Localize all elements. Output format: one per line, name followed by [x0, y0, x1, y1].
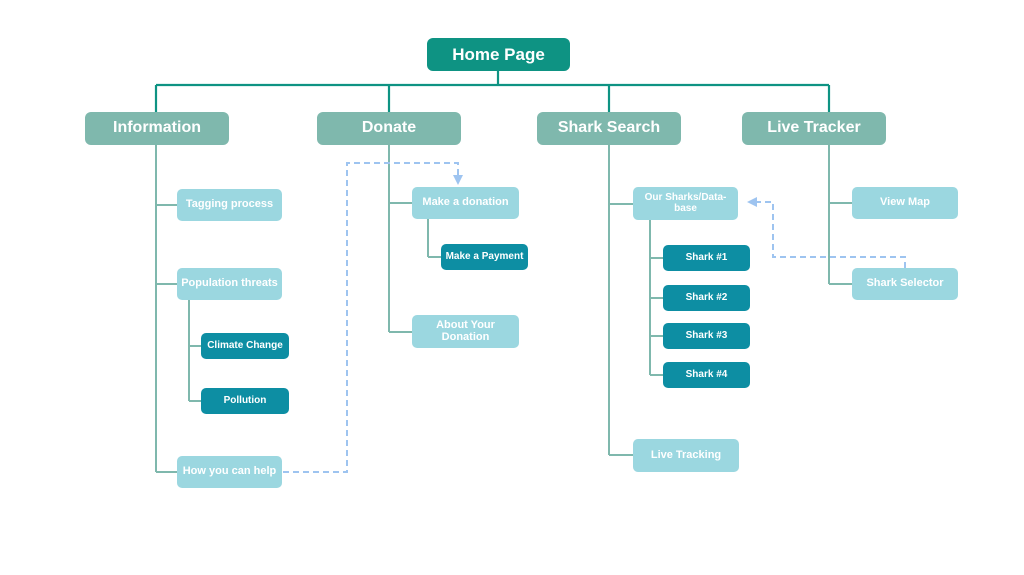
node-home-page[interactable]: Home Page	[427, 38, 570, 71]
node-donate[interactable]: Donate	[317, 112, 461, 145]
node-view-map[interactable]: View Map	[852, 187, 958, 219]
node-live-tracking[interactable]: Live Tracking	[633, 439, 739, 472]
node-tagging-process[interactable]: Tagging process	[177, 189, 282, 221]
node-pollution[interactable]: Pollution	[201, 388, 289, 414]
node-population-threats[interactable]: Population threats	[177, 268, 282, 300]
node-shark-search[interactable]: Shark Search	[537, 112, 681, 145]
node-how-you-can-help[interactable]: How you can help	[177, 456, 282, 488]
node-climate-change[interactable]: Climate Change	[201, 333, 289, 359]
node-our-sharks-database[interactable]: Our Sharks/Data- base	[633, 187, 738, 220]
node-shark-1[interactable]: Shark #1	[663, 245, 750, 271]
node-live-tracker[interactable]: Live Tracker	[742, 112, 886, 145]
node-make-a-donation[interactable]: Make a donation	[412, 187, 519, 219]
section-connectors	[155, 145, 852, 473]
node-make-a-payment[interactable]: Make a Payment	[441, 244, 528, 270]
cross-links	[283, 162, 906, 473]
node-about-your-donation[interactable]: About Your Donation	[412, 315, 519, 348]
node-shark-selector[interactable]: Shark Selector	[852, 268, 958, 300]
root-connectors	[154, 71, 831, 113]
node-shark-3[interactable]: Shark #3	[663, 323, 750, 349]
node-shark-4[interactable]: Shark #4	[663, 362, 750, 388]
node-shark-2[interactable]: Shark #2	[663, 285, 750, 311]
node-information[interactable]: Information	[85, 112, 229, 145]
